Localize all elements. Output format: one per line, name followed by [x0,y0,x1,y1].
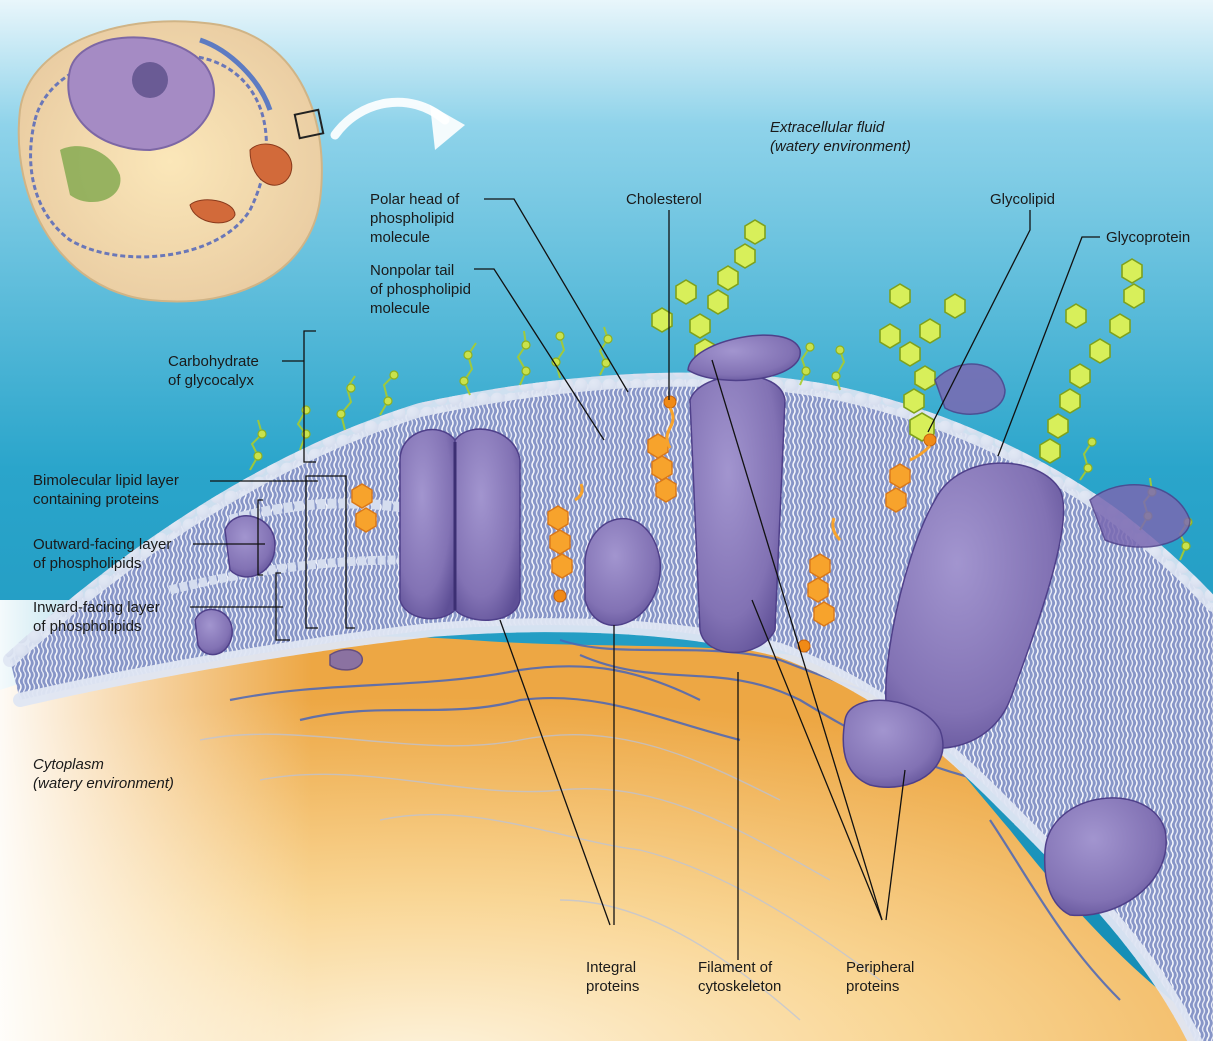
cytoplasm-label: Cytoplasm(watery environment) [33,755,174,793]
glycoprotein-label: Glycoprotein [1106,228,1190,247]
extracellular-fluid-label: Extracellular fluid(watery environment) [770,118,911,156]
cholesterol-label: Cholesterol [626,190,702,209]
glycolipid-label: Glycolipid [990,190,1055,209]
